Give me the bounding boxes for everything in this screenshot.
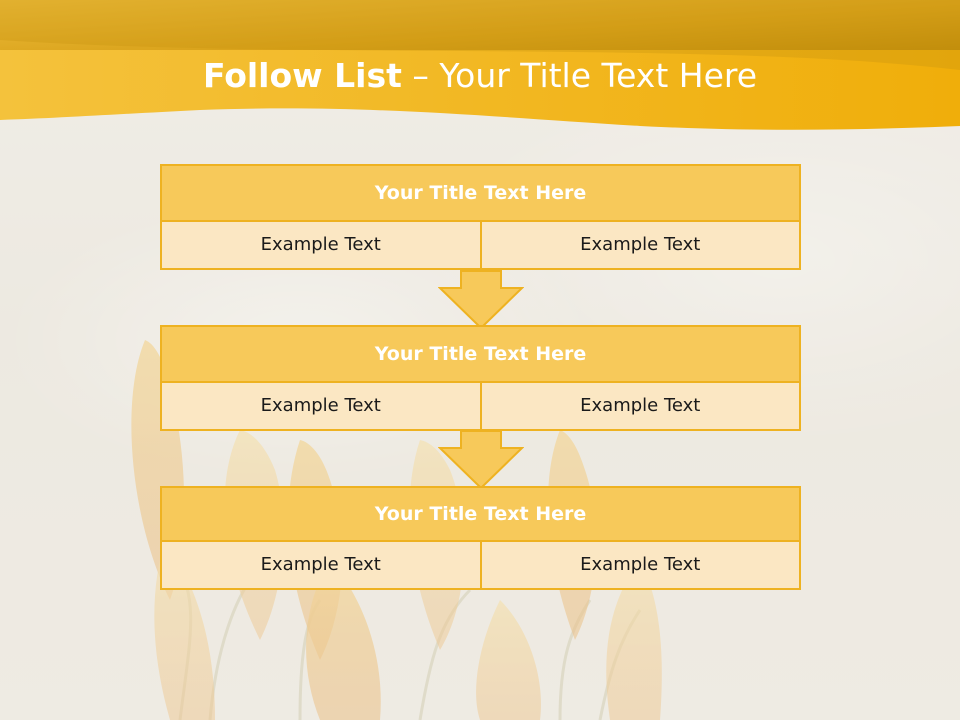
step-box-2: Your Title Text Here Example Text Exampl… <box>160 325 801 431</box>
step-cell-right: Example Text <box>479 220 801 270</box>
step-box-3: Your Title Text Here Example Text Exampl… <box>160 486 801 590</box>
step-cell-left: Example Text <box>160 381 482 431</box>
step-cell-left: Example Text <box>160 220 482 270</box>
step-title: Your Title Text Here <box>160 325 801 383</box>
down-arrow-icon <box>438 270 524 330</box>
step-row: Example Text Example Text <box>160 381 801 431</box>
header-band <box>0 0 960 140</box>
step-box-1: Your Title Text Here Example Text Exampl… <box>160 164 801 270</box>
header-wave-shape <box>0 0 960 130</box>
step-title: Your Title Text Here <box>160 164 801 222</box>
step-cell-right: Example Text <box>479 540 801 590</box>
step-cell-left: Example Text <box>160 540 482 590</box>
step-row: Example Text Example Text <box>160 540 801 590</box>
step-title: Your Title Text Here <box>160 486 801 542</box>
down-arrow-icon <box>438 430 524 490</box>
step-cell-right: Example Text <box>479 381 801 431</box>
page-title-bold: Follow List <box>202 56 402 95</box>
step-row: Example Text Example Text <box>160 220 801 270</box>
page-title-rest: – Your Title Text Here <box>401 56 758 95</box>
page-title: Follow List – Your Title Text Here <box>0 54 960 98</box>
